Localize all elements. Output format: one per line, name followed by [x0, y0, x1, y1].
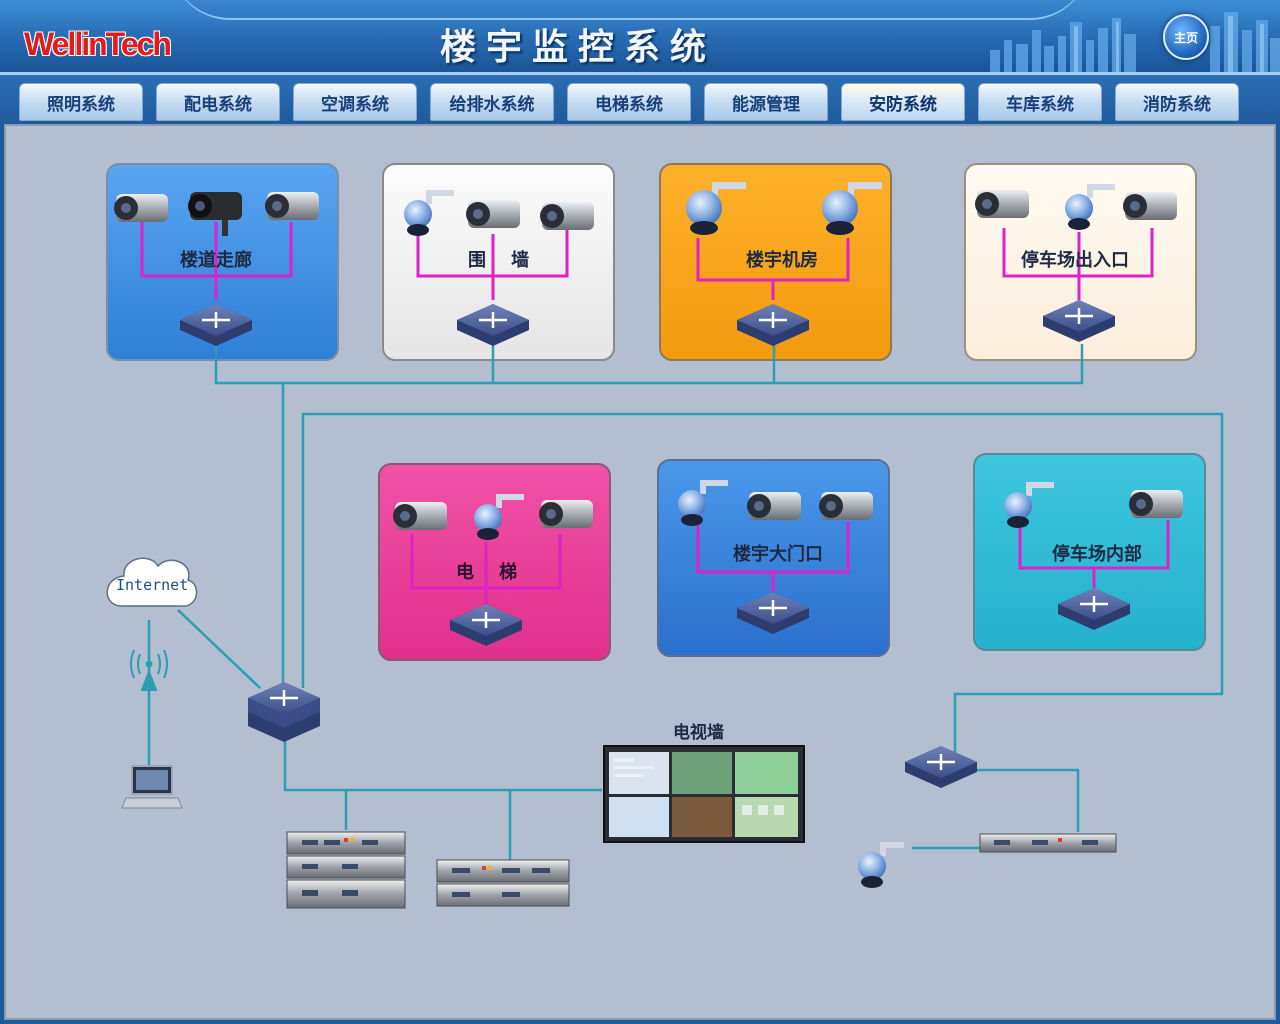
nav-fire[interactable]: 消防系统 — [1115, 83, 1239, 121]
zone-label-machine-room: 楼宇机房 — [746, 250, 818, 271]
bullet-camera-icon — [747, 492, 801, 520]
zone-label-parking-interior: 停车场内部 — [1052, 544, 1142, 565]
switch-icon — [737, 592, 809, 634]
bullet-camera-icon — [265, 192, 319, 220]
dome-camera-icon — [858, 842, 904, 888]
network-wiring — [147, 344, 1224, 860]
bullet-camera-icon — [1129, 490, 1183, 518]
company-logo: WellinTech — [24, 26, 172, 62]
rack-server-icon — [286, 831, 406, 909]
internet-label: Internet — [116, 576, 189, 594]
internet-cloud-icon — [106, 557, 198, 607]
dome-camera-icon — [474, 494, 524, 540]
switch-icon — [180, 304, 252, 346]
bullet-camera-icon — [114, 194, 168, 222]
nav-lighting[interactable]: 照明系统 — [19, 83, 143, 121]
bullet-camera-icon — [819, 492, 873, 520]
dome-camera-icon — [822, 182, 882, 235]
dome-camera-icon — [1004, 482, 1054, 528]
bullet-camera-icon — [539, 500, 593, 528]
tv-wall-icon — [603, 745, 805, 843]
header-arc — [170, 0, 1090, 20]
rack-server-icon — [436, 859, 570, 907]
nav-energy[interactable]: 能源管理 — [704, 83, 828, 121]
nav-water-supply[interactable]: 给排水系统 — [430, 83, 554, 121]
home-button[interactable]: 主页 — [1163, 14, 1209, 60]
laptop-icon — [121, 765, 183, 809]
diagram-panel: 楼道走廊 围 墙 楼宇机房 停车场出入口 电 梯 楼宇大门口 停车场内部 电视墙… — [4, 124, 1276, 1020]
app-title: 楼宇监控系统 — [440, 26, 717, 68]
nav-elevator[interactable]: 电梯系统 — [567, 83, 691, 121]
zone-label-parking-entrance: 停车场出入口 — [1021, 250, 1129, 271]
rack-server-icon — [979, 833, 1117, 853]
nav-garage[interactable]: 车库系统 — [978, 83, 1102, 121]
switch-icon — [1058, 588, 1130, 630]
app-header: WellinTech 楼宇监控系统 主页 — [0, 0, 1280, 72]
nav-power-distribution[interactable]: 配电系统 — [156, 83, 280, 121]
bullet-camera-icon — [466, 200, 520, 228]
switch-icon — [1043, 300, 1115, 342]
nav-security[interactable]: 安防系统 — [841, 83, 965, 121]
tv-wall-label: 电视墙 — [673, 723, 724, 743]
switch-icon — [457, 304, 529, 346]
bullet-camera-icon — [540, 202, 594, 230]
dome-camera-icon — [686, 182, 746, 235]
zone-label-corridor: 楼道走廊 — [180, 250, 252, 271]
city-skyline-decoration — [990, 12, 1280, 72]
zone-label-main-gate: 楼宇大门口 — [733, 544, 823, 565]
bullet-camera-icon — [393, 502, 447, 530]
zone-label-elevator: 电 梯 — [456, 562, 518, 583]
dome-camera-icon — [678, 480, 728, 526]
wireless-antenna-icon — [130, 649, 168, 691]
bullet-camera-icon — [975, 190, 1029, 218]
dome-camera-icon — [1065, 184, 1115, 230]
bullet-camera-icon — [1123, 192, 1177, 220]
camera-wiring — [140, 222, 1170, 604]
nav-hvac[interactable]: 空调系统 — [293, 83, 417, 121]
nav-rail — [0, 72, 1280, 75]
switch-icon — [905, 746, 977, 788]
nav-bar: 照明系统 配电系统 空调系统 给排水系统 电梯系统 能源管理 安防系统 车库系统… — [0, 72, 1280, 124]
core-switch-icon — [248, 682, 320, 742]
switch-icon — [450, 604, 522, 646]
zone-label-fence: 围 墙 — [468, 250, 530, 271]
bullet-camera-icon — [188, 192, 242, 236]
dome-camera-icon — [404, 190, 454, 236]
switch-icon — [737, 304, 809, 346]
network-diagram — [106, 163, 1224, 909]
